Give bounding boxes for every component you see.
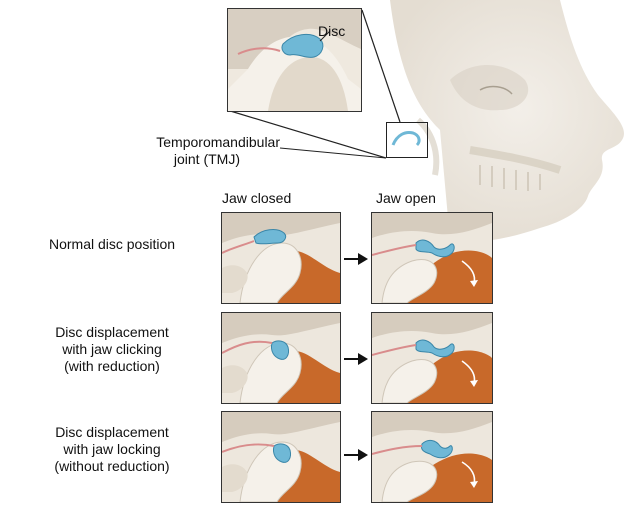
row-label-normal: Normal disc position — [12, 236, 212, 253]
tmj-label: Temporomandibular joint (TMJ) — [104, 134, 280, 168]
column-header-jaw-open: Jaw open — [376, 190, 436, 206]
disc-zoom-inset: Disc — [227, 8, 362, 112]
disc-label: Disc — [318, 23, 346, 39]
row-label-line: with jaw clicking — [62, 341, 162, 357]
arrow-right-icon — [344, 449, 368, 461]
column-header-jaw-closed: Jaw closed — [222, 190, 292, 206]
row-label-line: Disc displacement — [55, 324, 169, 340]
row-label-locking: Disc displacement with jaw locking (with… — [12, 424, 212, 475]
tmj-label-line1: Temporomandibular — [156, 134, 280, 150]
zoom-lines — [226, 9, 401, 159]
tmj-label-line2: joint (TMJ) — [173, 151, 240, 167]
row-label-line: (without reduction) — [54, 458, 170, 474]
arrow-right-icon — [344, 253, 368, 265]
panel-normal-open — [371, 212, 493, 304]
panel-normal-closed — [221, 212, 341, 304]
row-label-clicking: Disc displacement with jaw clicking (wit… — [12, 324, 212, 375]
row-label-line: Normal disc position — [48, 236, 176, 252]
panel-locking-open — [371, 411, 493, 503]
row-label-line: with jaw locking — [63, 441, 161, 457]
tmj-highlight-box — [386, 122, 428, 158]
panel-clicking-closed — [221, 312, 341, 404]
arrow-right-icon — [344, 353, 368, 365]
row-label-line: (with reduction) — [64, 358, 160, 374]
row-label-line: Disc displacement — [55, 424, 169, 440]
panel-clicking-open — [371, 312, 493, 404]
panel-locking-closed — [221, 411, 341, 503]
face-illustration — [390, 0, 624, 242]
